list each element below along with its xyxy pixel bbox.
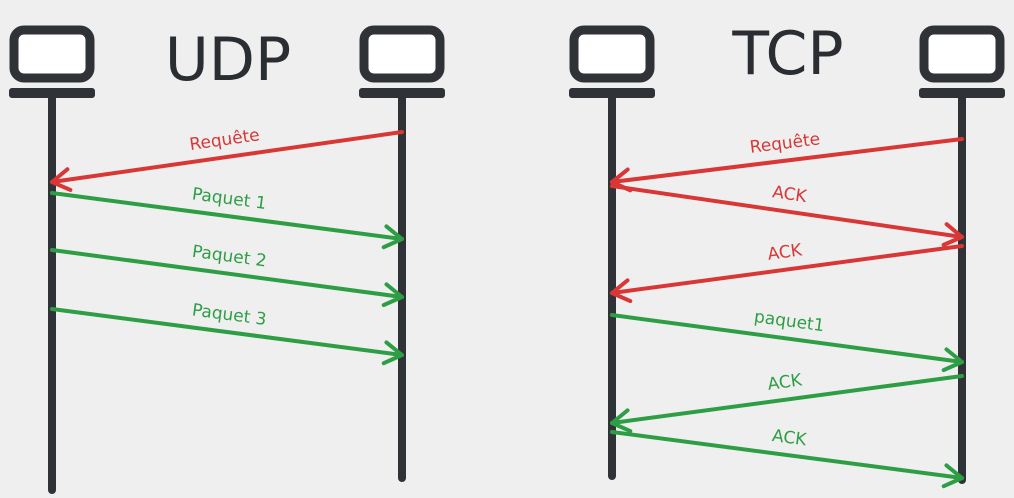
message-label: ACK <box>766 240 804 265</box>
computer-icon <box>359 30 445 98</box>
message-arrow <box>50 248 404 299</box>
message-arrow <box>610 430 964 480</box>
message-arrow <box>610 313 964 364</box>
arrowhead <box>941 222 964 247</box>
arrowhead <box>941 463 964 489</box>
arrowhead <box>610 408 633 434</box>
message-label: ACK <box>771 182 809 207</box>
message-arrow <box>50 130 404 184</box>
message-label: Requête <box>749 129 822 157</box>
tcp-title: TCP <box>731 19 843 89</box>
message-label: ACK <box>766 370 804 395</box>
message-arrow <box>610 244 964 295</box>
message-arrow <box>610 184 964 239</box>
message-label: Requête <box>188 125 261 155</box>
udp-title: UDP <box>165 25 291 95</box>
arrowhead <box>610 278 633 304</box>
arrowhead <box>941 347 964 373</box>
message-arrow <box>50 191 404 241</box>
arrowhead <box>381 340 404 366</box>
message-label: ACK <box>771 426 809 450</box>
message-arrow <box>50 307 404 357</box>
message-arrow <box>610 374 964 425</box>
message-label: Paquet 1 <box>191 184 268 214</box>
message-arrow <box>610 137 964 184</box>
computer-icon <box>569 30 655 98</box>
computer-icon <box>9 30 95 98</box>
arrowhead <box>381 282 404 308</box>
message-label: Paquet 2 <box>191 242 268 272</box>
arrowhead <box>381 224 404 250</box>
arrowhead <box>50 167 73 192</box>
computer-icon <box>919 30 1005 98</box>
message-label: Paquet 3 <box>191 300 268 330</box>
message-label: paquet1 <box>753 307 826 336</box>
